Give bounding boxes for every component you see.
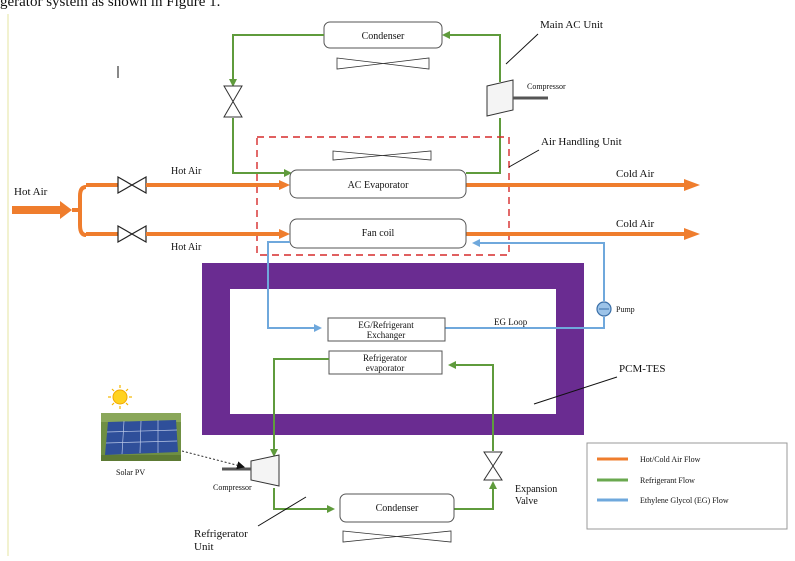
- bottom-condenser-box: [339, 493, 455, 523]
- refrigerant-line-top-left: [229, 34, 324, 87]
- cold-air-upper-label: Cold Air: [616, 168, 655, 180]
- cold-air-upper-arrowhead: [684, 179, 700, 191]
- eg-exchanger-label-line1: EG/Refrigerant: [358, 320, 414, 330]
- bottom-compressor-icon: [250, 454, 280, 487]
- bottom-condenser-fan-icon: [342, 530, 452, 543]
- bottom-condenser-label: Condenser: [376, 503, 419, 514]
- refrigerant-line-to-compressor: [270, 358, 329, 457]
- refrigerant-line-to-valve: [454, 481, 497, 510]
- hot-air-splitter: [78, 185, 87, 237]
- legend: Hot/Cold Air Flow Refrigerant Flow Ethyl…: [586, 442, 788, 530]
- top-compressor-label: Compressor: [527, 82, 566, 91]
- hot-air-upper-arrowhead: [279, 180, 290, 190]
- legend-label-air: Hot/Cold Air Flow: [640, 455, 701, 464]
- eg-loop-label: EG Loop: [494, 317, 528, 327]
- refrigerator-unit-label-line1: Refrigerator: [194, 528, 248, 540]
- main-ac-unit-pointer: [505, 33, 539, 65]
- main-ac-loop: Condenser Compressor Main AC Unit: [223, 19, 603, 177]
- air-handling-unit-pointer: [508, 149, 540, 168]
- refrigerant-line-to-condenser: [442, 31, 501, 82]
- refrigerator-evaporator-box: [328, 350, 443, 375]
- air-handling-unit-label: Air Handling Unit: [541, 136, 622, 148]
- eg-loop: Pump EG Loop: [267, 239, 635, 332]
- top-condenser-fan-icon: [336, 57, 430, 70]
- bottom-compressor-label: Compressor: [213, 483, 252, 492]
- top-expansion-valve-icon: [223, 85, 243, 118]
- hot-air-upper-damper-icon: [117, 175, 147, 195]
- top-compressor-icon: [486, 79, 514, 117]
- legend-label-refrigerant: Refrigerant Flow: [640, 476, 695, 485]
- refrigerator-unit-pointer: [257, 496, 307, 527]
- eg-line-to-fan-coil: [472, 239, 605, 301]
- refrigerator-evaporator-label-line2: evaporator: [366, 363, 404, 373]
- legend-label-glycol: Ethylene Glycol (EG) Flow: [640, 496, 729, 505]
- refrigerant-line-from-evaporator: [466, 118, 501, 174]
- solar-panel-photo: [101, 413, 181, 461]
- solar-to-compressor-line: [181, 450, 245, 470]
- page-caption: gerator system as shown in Figure 1.: [0, 0, 221, 10]
- top-condenser-label: Condenser: [362, 31, 405, 42]
- hot-air-lower-damper-icon: [117, 224, 147, 244]
- fan-coil-label: Fan coil: [362, 228, 395, 239]
- sun-icon: [108, 385, 132, 409]
- hot-air-inlet-label: Hot Air: [14, 186, 48, 198]
- cold-air-lower-arrowhead: [684, 228, 700, 240]
- air-handling-unit: Air Handling Unit: [256, 136, 622, 256]
- ahu-fan-icon: [332, 150, 432, 161]
- air-handling-unit-box: [256, 136, 510, 256]
- solar-pv: Solar PV: [101, 385, 245, 477]
- bottom-expansion-valve-icon: [483, 451, 503, 481]
- hot-air-upper-label: Hot Air: [171, 166, 202, 177]
- hot-air-lower-label: Hot Air: [171, 242, 202, 253]
- pcm-tes-pointer: [533, 376, 618, 405]
- eg-exchanger-label-line2: Exchanger: [367, 330, 405, 340]
- expansion-valve-label-line2: Valve: [515, 496, 538, 507]
- legend-box: [586, 442, 788, 530]
- pump-label: Pump: [616, 305, 635, 314]
- refrigerant-line-to-evaporator: [232, 118, 292, 177]
- refrigerator-evaporator-label-line1: Refrigerator: [363, 353, 407, 363]
- eg-line-to-exchanger: [267, 241, 322, 332]
- refrigerant-line-to-evaporator-bottom: [448, 361, 494, 451]
- hot-air-lower-arrowhead: [279, 229, 290, 239]
- eg-line-to-pump: [445, 317, 605, 329]
- ac-evaporator-box: [289, 169, 467, 199]
- refrigerator-unit-label-line2: Unit: [194, 541, 214, 553]
- refrigerant-line-to-condenser-bottom: [273, 488, 335, 513]
- pcm-tes-label: PCM-TES: [619, 363, 665, 375]
- main-ac-unit-label: Main AC Unit: [540, 19, 603, 31]
- expansion-valve-label-line1: Expansion: [515, 484, 557, 495]
- cold-air-lower-label: Cold Air: [616, 218, 655, 230]
- solar-pv-label: Solar PV: [116, 468, 145, 477]
- pcm-tes-frame: [202, 263, 584, 435]
- fan-coil-box: [289, 218, 467, 249]
- refrigerator-loop: Compressor Condenser Expansion Valve Ref…: [194, 358, 557, 553]
- eg-exchanger-box: [327, 317, 446, 342]
- ac-evaporator-label: AC Evaporator: [348, 180, 409, 191]
- hot-air-inlet-arrow: [12, 201, 72, 219]
- air-flows: Hot Air Hot Air Hot Air Cold Air Col: [12, 166, 700, 253]
